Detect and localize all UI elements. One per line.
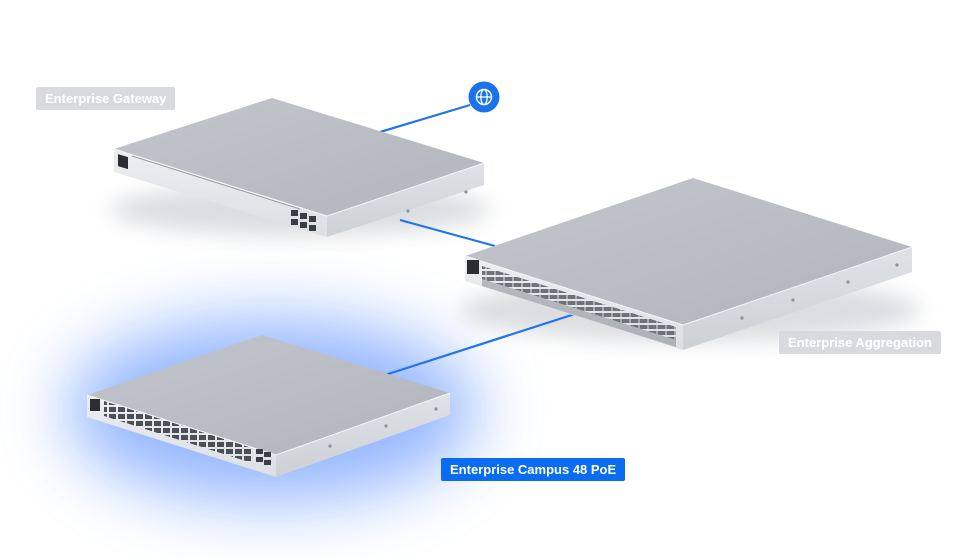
gateway-ports (291, 210, 316, 231)
aggregation-display (467, 260, 479, 274)
link-aggregation-campus (384, 311, 579, 377)
enterprise-gateway-device[interactable] (113, 98, 485, 237)
link-gateway-internet (379, 103, 471, 134)
link-gateway-aggregation (399, 218, 496, 248)
globe-icon[interactable] (468, 81, 500, 113)
enterprise-campus-48-poe-device[interactable] (86, 335, 451, 477)
campus-display (90, 399, 100, 411)
gateway-display (118, 154, 128, 170)
label-enterprise-campus-48-poe[interactable]: Enterprise Campus 48 PoE (441, 458, 626, 481)
campus-rj45-ports (104, 401, 252, 463)
label-enterprise-gateway[interactable]: Enterprise Gateway (36, 87, 176, 110)
aggregation-sfp-ports (482, 266, 676, 347)
label-enterprise-aggregation[interactable]: Enterprise Aggregation (779, 331, 941, 354)
enterprise-aggregation-device[interactable] (464, 178, 913, 350)
campus-sfp-ports (256, 449, 271, 465)
